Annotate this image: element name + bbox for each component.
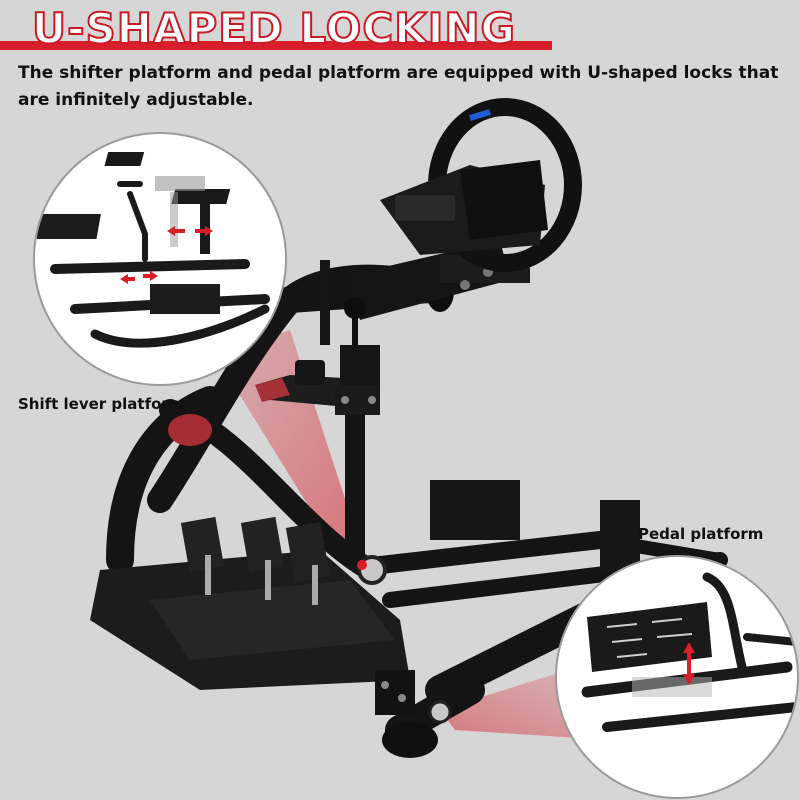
rear-seat-mount xyxy=(430,480,520,540)
gear-knob-icon xyxy=(344,297,366,319)
pedal-set-icon xyxy=(90,516,410,690)
steering-wheel-icon xyxy=(380,98,582,272)
shifter-assembly xyxy=(255,260,380,565)
feature-description: The shifter platform and pedal platform … xyxy=(18,63,779,110)
shift-lever-detail xyxy=(35,152,270,348)
shift-lever-label: Shift lever platform xyxy=(18,395,185,413)
headline-underline xyxy=(0,41,552,50)
pedal-platform-label: Pedal platform xyxy=(638,525,764,543)
shift-highlight-beam xyxy=(215,330,365,565)
page-title: U-SHAPED LOCKING xyxy=(31,3,516,54)
adjust-arrows-icon xyxy=(120,226,213,284)
pedal-platform-inset xyxy=(555,555,799,799)
shift-lever-inset xyxy=(33,132,287,386)
pedal-platform-detail xyxy=(581,572,797,732)
vertical-adjust-icon xyxy=(683,642,695,685)
